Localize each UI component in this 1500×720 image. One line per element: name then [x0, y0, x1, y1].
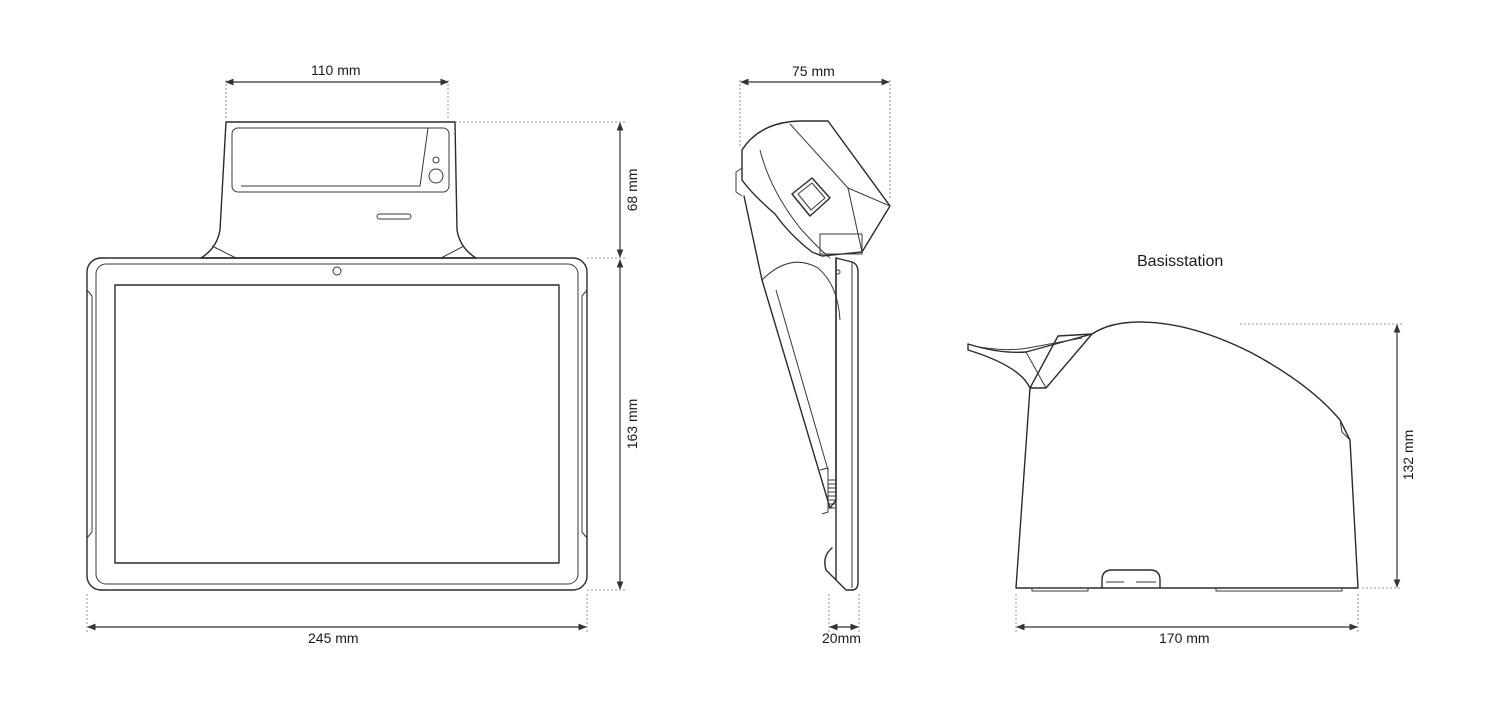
front-dimensions — [86, 78, 625, 632]
base-dimensions — [1015, 323, 1402, 632]
printer-display — [231, 127, 450, 193]
dim-label-front-tablet-height: 163 mm — [624, 398, 640, 450]
front-view — [86, 121, 588, 591]
base-station-title: Basisstation — [1137, 253, 1224, 270]
base-tongue — [967, 333, 1093, 389]
side-view — [735, 120, 891, 591]
tablet-body — [86, 257, 588, 591]
printer-housing — [200, 121, 477, 259]
side-printer-head — [741, 120, 891, 257]
base-station — [967, 321, 1359, 592]
tablet-screen — [114, 284, 560, 564]
side-stand — [743, 195, 837, 509]
camera-icon — [332, 266, 342, 276]
dim-label-side-top-depth: 75 mm — [792, 63, 835, 79]
side-dimensions — [739, 78, 891, 632]
side-button — [791, 177, 831, 217]
dim-label-front-top-height: 68 mm — [624, 168, 640, 212]
printer-button-icon — [428, 168, 444, 184]
base-housing — [1015, 321, 1359, 589]
dim-label-base-height: 132 mm — [1400, 429, 1416, 481]
dim-label-base-width: 170 mm — [1159, 630, 1210, 646]
base-cable-notch — [1101, 569, 1161, 589]
side-tablet — [835, 257, 859, 591]
dim-label-front-total-width: 245 mm — [308, 630, 359, 646]
printer-slot — [376, 213, 412, 220]
dim-label-front-top-width: 110 mm — [311, 62, 361, 78]
dim-label-side-base-depth: 20mm — [822, 630, 861, 646]
